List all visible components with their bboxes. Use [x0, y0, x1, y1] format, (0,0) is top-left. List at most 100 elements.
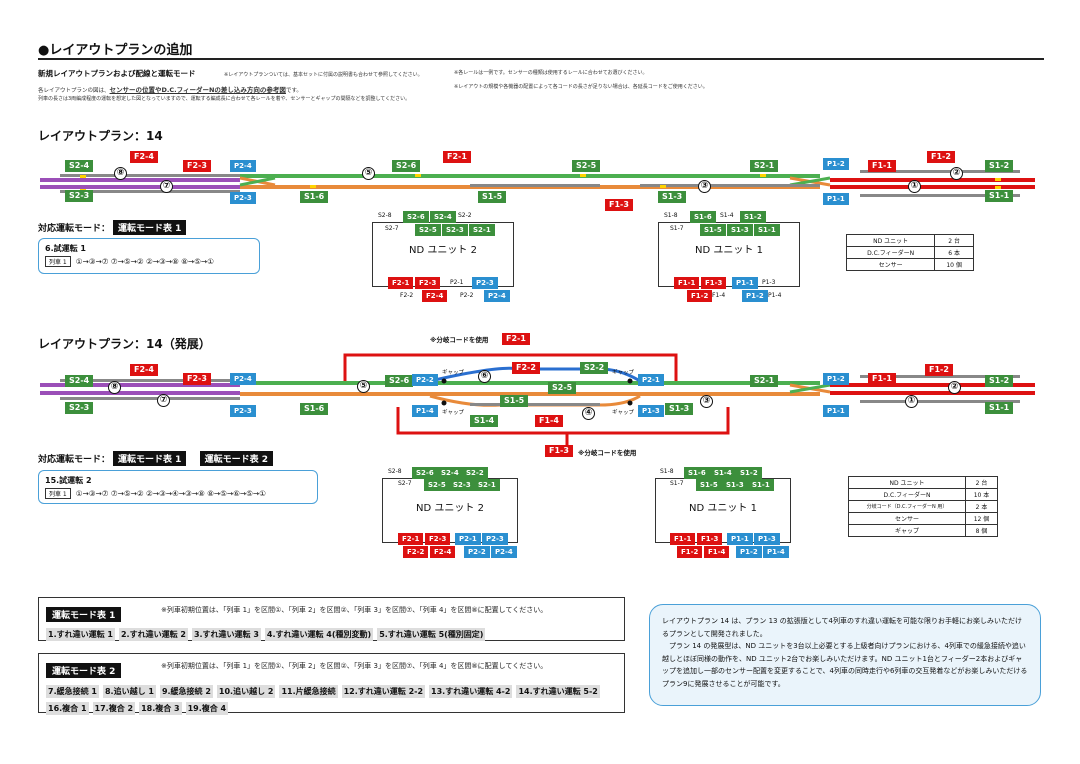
mode-table-1-title: 運転モード表 1 [46, 607, 122, 622]
gap-label-3: ギャップ [442, 410, 465, 416]
tag-f2-3: F2-3 [183, 160, 211, 172]
mode-badge-2b[interactable]: 運転モード表 2 [199, 451, 273, 466]
train-chip-2: 列車 1 [45, 488, 71, 499]
lbl-p2-2: P2-2 [460, 292, 474, 299]
mode-item[interactable]: 18.複合 3 [139, 702, 182, 715]
mode-item[interactable]: 2.すれ違い運転 2 [118, 628, 188, 641]
mode-item[interactable]: 19.複合 4 [185, 702, 229, 715]
u21-s1-4: S1-4 [710, 467, 736, 479]
mode-badge-1[interactable]: 運転モード表 1 [113, 220, 187, 235]
tag2-p1-3: P1-3 [638, 405, 664, 417]
u22-f2-3: F2-3 [425, 533, 451, 545]
lbl-s2-2: S2-2 [458, 212, 472, 219]
lbl-s1-7: S1-7 [670, 225, 684, 232]
u1-s1-2: S1-2 [740, 211, 766, 223]
section2-5: ⑤ [357, 380, 370, 393]
mode-item[interactable]: 4.すれ違い運転 4(種別変動) [264, 628, 374, 641]
u2-s2-1: S2-1 [469, 224, 495, 236]
tag2-f2-2: F2-2 [512, 362, 540, 374]
lbl-s2-7: S2-7 [385, 225, 399, 232]
mode-item[interactable]: 3.すれ違い運転 3 [191, 628, 261, 641]
branch-note-bottom: ※分岐コードを使用 [578, 449, 637, 457]
tag-s2-6: S2-6 [392, 160, 421, 172]
mode-item[interactable]: 9.緩急接続 2 [159, 685, 213, 698]
page-title: ●レイアウトプランの追加 [38, 43, 193, 58]
tag2-s1-2: S1-2 [985, 375, 1014, 387]
tag-p1-1: P1-1 [823, 193, 849, 205]
u2-s2-6: S2-6 [403, 211, 429, 223]
section2-3: ③ [700, 395, 713, 408]
tag2-s2-3: S2-3 [65, 402, 94, 414]
u2-p2-4: P2-4 [484, 290, 510, 302]
mode-item[interactable]: 17.複合 2 [92, 702, 136, 715]
mode-item[interactable]: 1.すれ違い運転 1 [46, 628, 115, 641]
mode-item[interactable]: 8.追い越し 1 [102, 685, 156, 698]
tag2-f2-4: F2-4 [130, 364, 158, 376]
mode-item[interactable]: 5.すれ違い運転 5(種別固定) [377, 628, 486, 641]
u2-p2-3: P2-3 [472, 277, 498, 289]
tag2-p1-4: P1-4 [412, 405, 438, 417]
plan2-trial-title: 15.試運転 2 [45, 476, 92, 485]
tag-s2-3: S2-3 [65, 190, 94, 202]
lbl-f1-4: F1-4 [712, 292, 726, 299]
mode-item[interactable]: 11.片緩急接続 [279, 685, 338, 698]
u22-p2-4: P2-4 [491, 546, 517, 558]
tag2-s1-3: S1-3 [665, 403, 694, 415]
u1-s1-3: S1-3 [727, 224, 753, 236]
subtitle-note: ※レイアウトプランついては、基本セットに付属の説明書も合わせて参照してください。 [224, 72, 423, 78]
lbl-p2-1: P2-1 [450, 279, 464, 286]
mode-item[interactable]: 14.すれ違い運転 5-2 [516, 685, 600, 698]
plan1-trial-title: 6.試運転 1 [45, 244, 86, 253]
mode-table-2: 運転モード表 2 ※列車初期位置は、「列車 1」を区間①、「列車 2」を区間②、… [38, 653, 625, 715]
section2-8: ⑧ [108, 381, 121, 394]
gap-label-2: ギャップ [612, 370, 635, 376]
mode-badge-2a[interactable]: 運転モード表 1 [113, 451, 187, 466]
tag-p1-2: P1-2 [823, 158, 849, 170]
section2-1: ① [905, 395, 918, 408]
u1-s1-1: S1-1 [754, 224, 780, 236]
tag2-s1-5: S1-5 [500, 395, 529, 407]
mode-item[interactable]: 10.追い越し 2 [216, 685, 276, 698]
lbl-s2-8: S2-8 [378, 212, 392, 219]
tag2-p2-3: P2-3 [230, 405, 256, 417]
u22-s2-1: S2-1 [474, 479, 500, 491]
u1-f1-2: F1-2 [687, 290, 713, 302]
u22-s2-8: S2-8 [388, 468, 402, 475]
u21-p1-3: P1-3 [754, 533, 780, 545]
u21-f1-3: F1-3 [697, 533, 723, 545]
mode-item[interactable]: 16.複合 1 [46, 702, 89, 715]
mode-item[interactable]: 13.すれ違い運転 4-2 [429, 685, 513, 698]
mode-item[interactable]: 12.すれ違い運転 2-2 [341, 685, 426, 698]
section-1: ① [908, 180, 921, 193]
tag-f1-1: F1-1 [868, 160, 896, 172]
tag2-s2-4: S2-4 [65, 375, 94, 387]
plan2-title: レイアウトプラン：14（発展） [38, 337, 211, 351]
u22-f2-1: F2-1 [398, 533, 424, 545]
u1-s1-5: S1-5 [700, 224, 726, 236]
mode-table-2-note: ※列車初期位置は、「列車 1」を区間①、「列車 2」を区間②、「列車 3」を区間… [161, 662, 548, 670]
title-rule [38, 58, 1044, 60]
section-2: ② [950, 167, 963, 180]
tag-s1-1: S1-1 [985, 190, 1014, 202]
tag2-p2-2: P2-2 [412, 374, 438, 386]
mode-table-1: 運転モード表 1 ※列車初期位置は、「列車 1」を区間①、「列車 2」を区間②、… [38, 597, 625, 641]
tag2-s1-1: S1-1 [985, 402, 1014, 414]
note-rail: ※各レールは一例です。センサーの種類は使用するレールに合わせてお選びください。 [454, 70, 648, 76]
section2-4: ④ [582, 407, 595, 420]
u21-p1-2: P1-2 [736, 546, 762, 558]
u22-f2-4: F2-4 [430, 546, 456, 558]
u2-s2-5: S2-5 [415, 224, 441, 236]
note-cord: ※レイアウトの規模や各機器の配置によって各コードの長さが足りない場合は、各延長コ… [454, 84, 708, 90]
tag-s2-1: S2-1 [750, 160, 779, 172]
tag2-s1-4: S1-4 [470, 415, 499, 427]
lbl-p1-4: P1-4 [768, 292, 782, 299]
mode-item[interactable]: 7.緩急接続 1 [46, 685, 99, 698]
u2-f2-3: F2-3 [415, 277, 441, 289]
plan1-mode-row: 対応運転モード：運転モード表 1 [38, 220, 187, 235]
tag-p2-3: P2-3 [230, 192, 256, 204]
tag2-s2-5: S2-5 [548, 382, 577, 394]
train-chip: 列車 1 [45, 256, 71, 267]
tag-s1-3: S1-3 [658, 191, 687, 203]
